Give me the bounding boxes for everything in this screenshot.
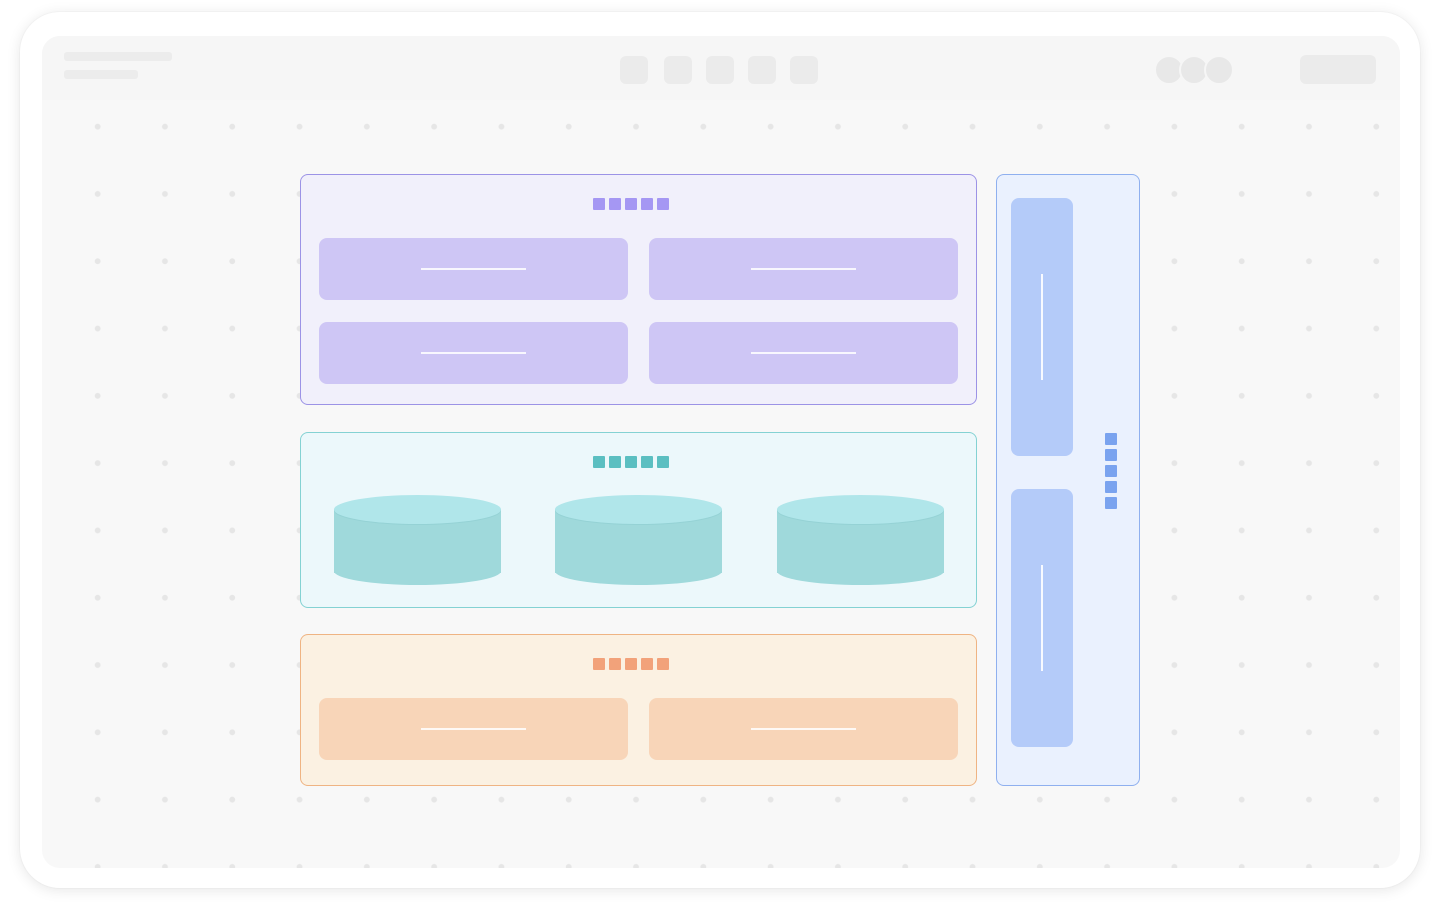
label-block (593, 456, 605, 468)
tool-button-5[interactable] (790, 56, 818, 84)
tool-button-4[interactable] (748, 56, 776, 84)
purple-card[interactable] (649, 322, 958, 384)
purple-layer-group[interactable] (300, 174, 977, 405)
purple-card[interactable] (649, 238, 958, 300)
label-block (641, 658, 653, 670)
purple-card[interactable] (319, 322, 628, 384)
pillar-text-placeholder (1041, 274, 1043, 380)
label-block (1105, 497, 1117, 509)
label-block (609, 456, 621, 468)
label-block (609, 198, 621, 210)
purple-card[interactable] (319, 238, 628, 300)
collaborator-avatar[interactable] (1204, 55, 1234, 85)
card-text-placeholder (751, 352, 856, 354)
blue-side-group[interactable] (996, 174, 1140, 786)
purple-group-label-placeholder (593, 198, 669, 210)
label-block (1105, 465, 1117, 477)
label-block (1105, 481, 1117, 493)
card-text-placeholder (421, 728, 526, 730)
blue-pillar[interactable] (1011, 198, 1073, 456)
database-cylinder[interactable] (555, 495, 722, 586)
label-block (625, 456, 637, 468)
label-block (657, 198, 669, 210)
blue-pillar[interactable] (1011, 489, 1073, 747)
document-title-placeholder[interactable] (64, 52, 172, 61)
card-text-placeholder (421, 268, 526, 270)
cylinder-top (777, 495, 944, 524)
label-block (625, 198, 637, 210)
label-block (609, 658, 621, 670)
document-subtitle-placeholder (64, 70, 138, 79)
label-block (641, 198, 653, 210)
cylinder-top (555, 495, 722, 524)
label-block (657, 456, 669, 468)
pillar-text-placeholder (1041, 565, 1043, 671)
teal-group-label-placeholder (593, 456, 669, 468)
orange-layer-group[interactable] (300, 634, 977, 786)
card-text-placeholder (751, 268, 856, 270)
database-cylinder[interactable] (777, 495, 944, 586)
card-text-placeholder (421, 352, 526, 354)
cylinder-top (334, 495, 501, 524)
orange-card[interactable] (319, 698, 628, 760)
card-text-placeholder (751, 728, 856, 730)
label-block (593, 198, 605, 210)
label-block (657, 658, 669, 670)
label-block (641, 456, 653, 468)
tool-button-1[interactable] (620, 56, 648, 84)
label-block (1105, 433, 1117, 445)
label-block (1105, 449, 1117, 461)
orange-group-label-placeholder (593, 658, 669, 670)
teal-database-group[interactable] (300, 432, 977, 608)
share-button[interactable] (1300, 55, 1376, 84)
blue-group-label-placeholder (1105, 433, 1117, 509)
database-cylinder[interactable] (334, 495, 501, 586)
tool-button-3[interactable] (706, 56, 734, 84)
orange-card[interactable] (649, 698, 958, 760)
label-block (625, 658, 637, 670)
label-block (593, 658, 605, 670)
tool-button-2[interactable] (664, 56, 692, 84)
